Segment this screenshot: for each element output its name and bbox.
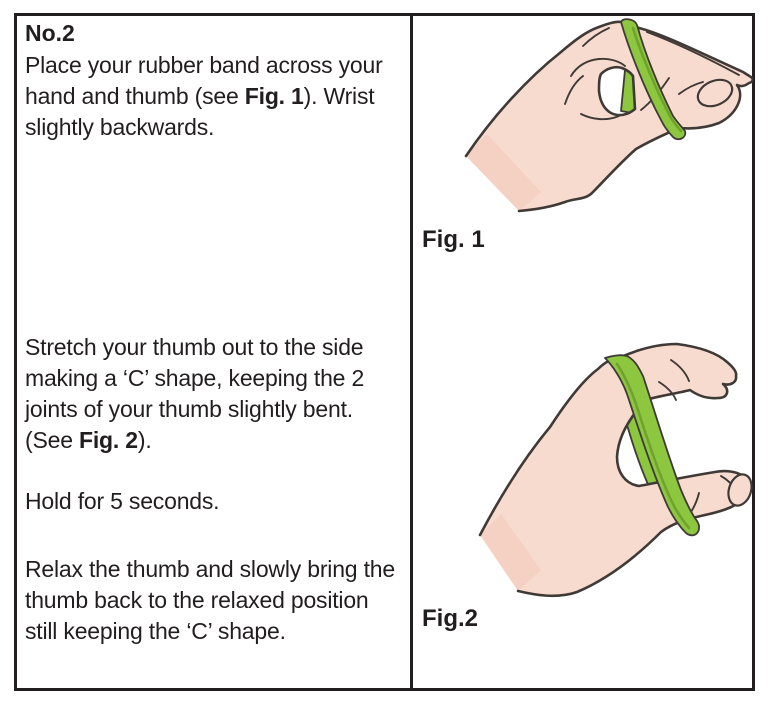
exercise-number-heading: No.2: [25, 20, 75, 46]
step2-text-after: ).: [137, 427, 152, 453]
step1-paragraph: Place your rubber band across your hand …: [25, 50, 405, 143]
curled-finger-crease-1-fig1: [570, 57, 626, 77]
finger-stack-crease-fig1: [646, 31, 740, 76]
fig1-reference: Fig. 1: [244, 83, 304, 109]
step1-text-after: ). Wrist slightly backwards.: [25, 83, 375, 140]
thumbnail-fig2: [727, 473, 753, 507]
rubber-band-dark-edge-fig1: [631, 26, 683, 133]
relax-instruction: Relax the thumb and slowly bring the thu…: [25, 556, 395, 644]
knuckle-crease-fig1: [582, 27, 610, 47]
step2-paragraph: Stretch your thumb out to the side makin…: [25, 332, 405, 456]
figure-panel: Fig. 1 Fig.2: [413, 16, 753, 688]
step2-text-before: Stretch your thumb out to the side makin…: [25, 334, 365, 453]
figure2-label: Fig.2: [422, 605, 479, 632]
instruction-card: No.2 Place your rubber band across your …: [14, 13, 755, 691]
thumbnail-fig1: [696, 78, 734, 108]
fingertip-crease-2-fig2: [658, 381, 677, 401]
wrist-shading-fig1: [466, 134, 541, 211]
instruction-text-panel: No.2 Place your rubber band across your …: [17, 16, 413, 688]
hand-fig1: [466, 21, 753, 212]
hand-fig2: [480, 344, 749, 596]
rubber-band-dark-edge-fig2: [615, 362, 691, 530]
hand-with-rubber-band-stretched-illustration: [478, 342, 753, 598]
thumb-top-crease-fig1: [678, 81, 704, 95]
hand-outline-fig1: [464, 20, 753, 213]
fig2-reference: Fig. 2: [78, 427, 138, 453]
gap-outline-fig1: [597, 65, 637, 117]
curled-finger-crease-3-fig1: [580, 113, 620, 121]
hold-instruction: Hold for 5 seconds.: [25, 488, 220, 514]
rubber-band-near-strip-fig2: [604, 354, 700, 537]
step1-text-before: Place your rubber band across your hand …: [25, 52, 383, 109]
figure1-label: Fig. 1: [422, 226, 485, 253]
wrist-shading-fig2: [480, 514, 541, 591]
hand-with-rubber-band-relaxed-illustration: [464, 18, 753, 213]
curled-finger-crease-2-fig1: [564, 75, 584, 105]
fingertip-crease-1-fig2: [670, 359, 690, 382]
